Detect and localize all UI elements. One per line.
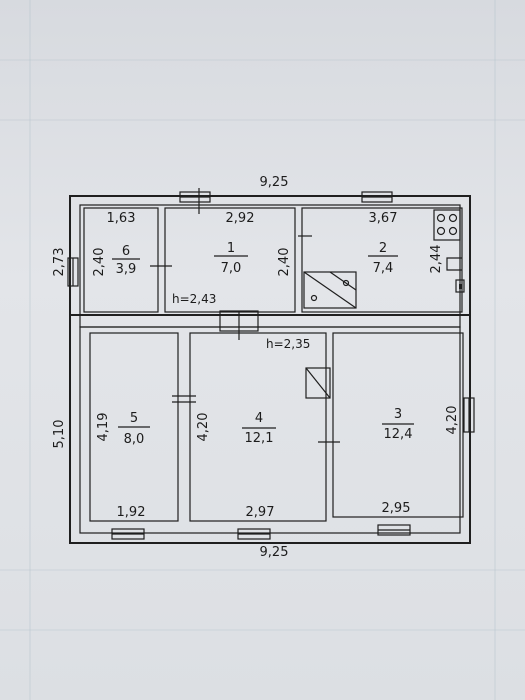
room-6-outline [83,207,159,313]
room-1-area: 7,0 [221,261,242,276]
room-5-area: 8,0 [124,432,145,447]
room-1-outline [164,207,296,313]
window-top-room-2 [361,191,393,203]
room-1-ceiling-height: h=2,43 [172,292,216,306]
upper-inner-outline [79,204,461,328]
room-2-outline [301,207,463,313]
outer-wall [69,195,471,544]
room-2-height: 2,44 [429,245,444,274]
cooktop-icon [433,209,461,241]
room-6-width: 1,63 [107,211,136,226]
dim-right-lower-height: 4,20 [445,406,460,435]
window-top-room-1 [179,191,211,203]
room-4-width: 2,97 [246,505,275,520]
room-4-height: 4,20 [196,413,211,442]
room-5-number: 5 [130,411,138,426]
room-6-number: 6 [122,244,130,259]
window-right-room-3 [463,397,475,433]
dim-bottom-total: 9,25 [260,545,289,560]
window-left-room-6 [67,257,79,287]
room-6-area: 3,9 [116,262,137,277]
room-5-width: 1,92 [117,505,146,520]
appliance-icon [455,279,465,293]
door-marks [150,188,340,443]
room-1-width: 2,92 [226,211,255,226]
room-4-ceiling-height: h=2,35 [266,337,310,351]
room-6-height: 2,40 [92,248,107,277]
wall-niche [446,257,462,271]
room-3-outline [332,332,464,518]
window-bottom-room-3 [377,524,411,536]
room-5-height: 4,19 [96,413,111,442]
room-2-area: 7,4 [373,261,394,276]
room-1-number: 1 [227,241,235,256]
heater-icon [305,367,331,399]
window-bottom-room-5 [111,528,145,540]
dim-top-total: 9,25 [260,175,289,190]
room-4-number: 4 [255,411,263,426]
room-3-area: 12,4 [384,427,413,442]
room-2-number: 2 [379,241,387,256]
dim-left-upper-height: 2,73 [52,248,67,277]
room-2-width: 3,67 [369,211,398,226]
window-bottom-room-4 [237,528,271,540]
room-1-height: 2,40 [277,248,292,277]
room-3-width: 2,95 [382,501,411,516]
room-3-number: 3 [394,407,402,422]
dim-left-lower-height: 5,10 [52,420,67,449]
room-4-outline [189,332,327,522]
stove-icon [303,271,357,309]
room-4-area: 12,1 [245,431,274,446]
door-room-4-top [219,310,259,340]
room-5-outline [89,332,179,522]
